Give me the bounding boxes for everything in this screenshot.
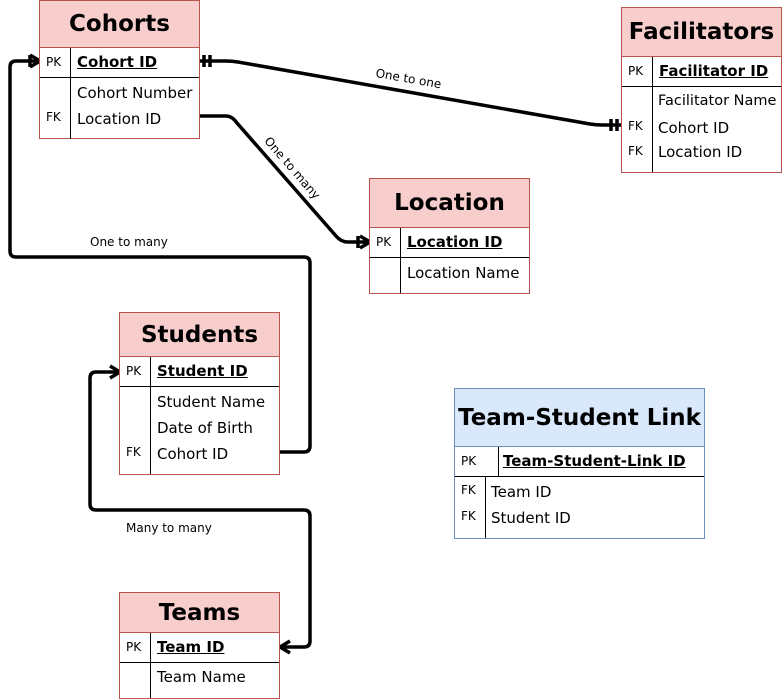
key-column: FK (120, 387, 151, 474)
entity-title: Teams (120, 593, 279, 633)
primary-key-field: Team ID (157, 638, 225, 656)
connector-cohorts-students (8, 53, 312, 454)
key-column: FK (40, 78, 71, 139)
pk-tag: PK (46, 55, 62, 69)
entity-facilitators[interactable]: Facilitators PK Facilitator ID FK FK Fac… (621, 7, 782, 173)
key-column: PK (455, 447, 499, 476)
entity-cohorts[interactable]: Cohorts PK Cohort ID FK Cohort Number Lo… (39, 0, 200, 139)
pk-row: PK Location ID (370, 228, 529, 258)
attribute-field: Team Name (157, 668, 246, 686)
attribute-field: Location Name (407, 264, 520, 282)
entity-title: Cohorts (40, 1, 199, 48)
pk-row: PK Student ID (120, 357, 279, 387)
entity-team-student-link[interactable]: Team-Student Link PK Team-Student-Link I… (454, 388, 705, 539)
key-column: PK (120, 357, 151, 386)
entity-teams[interactable]: Teams PK Team ID Team Name (119, 592, 280, 699)
primary-key-field: Cohort ID (77, 53, 158, 71)
attribute-field: Cohort Number (77, 84, 193, 102)
attribute-field: Cohort ID (157, 445, 229, 463)
attribute-rows: FK FK Team ID Student ID (455, 477, 704, 538)
attribute-field: Date of Birth (157, 419, 253, 437)
pk-tag: PK (126, 364, 142, 378)
entity-title: Team-Student Link (455, 389, 704, 447)
attribute-field: Location ID (658, 143, 743, 161)
entity-location[interactable]: Location PK Location ID Location Name (369, 178, 530, 294)
fk-tag: FK (628, 119, 643, 133)
entity-students[interactable]: Students PK Student ID FK Student Name D… (119, 312, 280, 475)
connector-cohorts-location (200, 114, 371, 250)
connector-cohorts-facilitators (200, 55, 621, 131)
key-column (120, 663, 151, 698)
attribute-rows: FK FK Facilitator Name Cohort ID Locatio… (622, 87, 781, 172)
pk-row: PK Team-Student-Link ID (455, 447, 704, 477)
pk-row: PK Cohort ID (40, 48, 199, 78)
entity-title: Location (370, 179, 529, 228)
key-column (370, 258, 401, 293)
connector-students-teams (88, 364, 312, 655)
entity-title: Facilitators (622, 8, 781, 57)
attribute-rows: Location Name (370, 258, 529, 293)
key-column: PK (120, 633, 151, 662)
pk-tag: PK (126, 640, 142, 654)
fk-tag: FK (46, 110, 61, 124)
attribute-field: Facilitator Name (658, 93, 777, 109)
pk-row: PK Team ID (120, 633, 279, 663)
entity-title: Students (120, 313, 279, 357)
attribute-rows: FK Cohort Number Location ID (40, 78, 199, 139)
key-column: PK (40, 48, 71, 77)
key-column: PK (622, 57, 653, 86)
fk-tag: FK (461, 509, 476, 523)
attribute-rows: FK Student Name Date of Birth Cohort ID (120, 387, 279, 474)
primary-key-field: Team-Student-Link ID (503, 452, 686, 470)
attribute-field: Location ID (77, 110, 162, 128)
pk-row: PK Facilitator ID (622, 57, 781, 87)
primary-key-field: Location ID (407, 233, 503, 251)
attribute-field: Student Name (157, 393, 266, 411)
key-column: FK FK (622, 87, 653, 172)
attribute-field: Student ID (491, 509, 571, 527)
fk-tag: FK (628, 144, 643, 158)
attribute-field: Cohort ID (658, 119, 730, 137)
relationship-label-students-teams: Many to many (126, 521, 212, 535)
fk-tag: FK (461, 483, 476, 497)
fk-tag: FK (126, 445, 141, 459)
primary-key-field: Student ID (157, 362, 248, 380)
attribute-field: Team ID (491, 483, 552, 501)
primary-key-field: Facilitator ID (659, 62, 769, 80)
key-column: PK (370, 228, 401, 257)
pk-tag: PK (628, 64, 644, 78)
pk-tag: PK (461, 454, 477, 468)
relationship-label-cohorts-students: One to many (90, 235, 168, 249)
pk-tag: PK (376, 235, 392, 249)
key-column: FK FK (455, 477, 486, 538)
attribute-rows: Team Name (120, 663, 279, 698)
